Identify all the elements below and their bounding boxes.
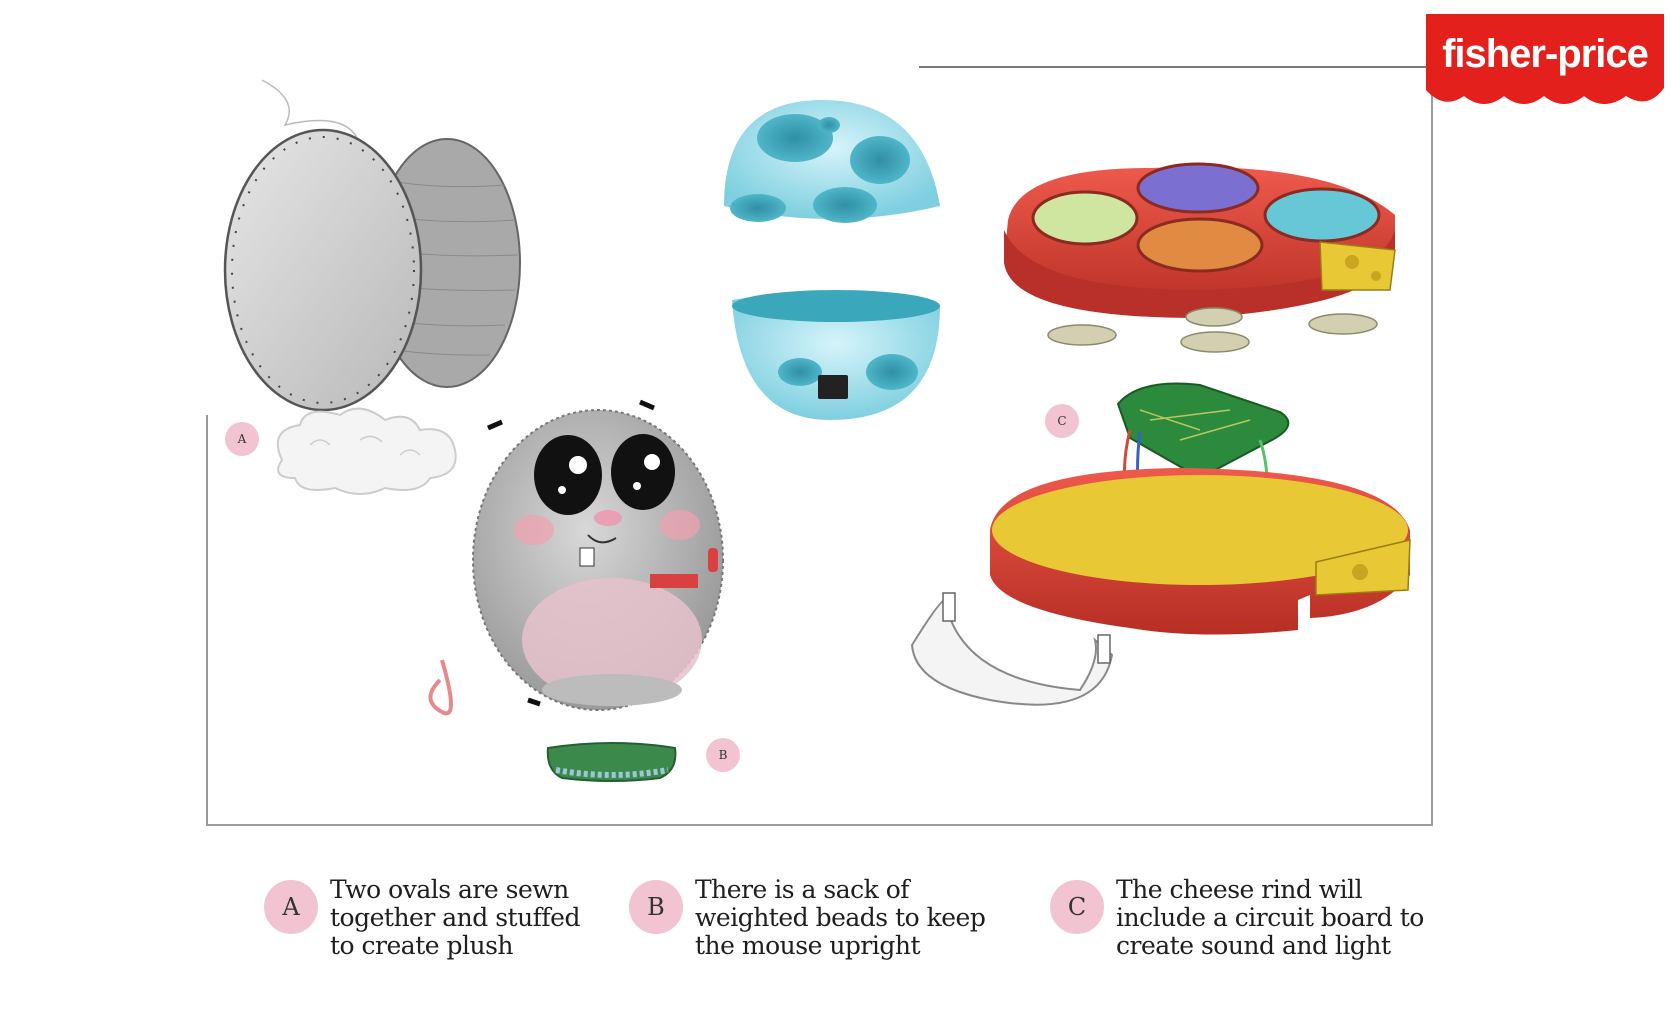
cheese-tray-base-drawing <box>990 468 1411 635</box>
legend-marker-b: B <box>629 880 683 934</box>
legend-marker-c: C <box>1050 880 1104 934</box>
ball-top-half-drawing <box>724 100 940 223</box>
stuffing-cloud-drawing <box>276 407 457 495</box>
logo-text: fisher-price <box>1442 32 1649 76</box>
bead-sack-drawing <box>546 742 677 782</box>
frame-line-left <box>206 415 208 826</box>
cheese-tray-top-drawing <box>1004 162 1396 318</box>
frame-line-bottom <box>206 824 1433 826</box>
marker-a-small: A <box>225 422 259 456</box>
frame-line-right <box>1431 66 1433 826</box>
rind-strip-drawing <box>910 592 1114 706</box>
marker-c-small: C <box>1045 404 1079 438</box>
mouse-plush-drawing <box>428 399 724 716</box>
marker-b-small: B <box>706 738 740 772</box>
legend-caption-c: The cheese rind will include a circuit b… <box>1116 875 1424 960</box>
ball-bottom-half-drawing <box>732 290 940 420</box>
plush-ovals-drawing <box>223 79 521 412</box>
fisher-price-logo: fisher-price <box>1422 10 1668 110</box>
frame-line-top <box>919 66 1431 68</box>
legend-marker-a: A <box>264 880 318 934</box>
speakers-drawing <box>1047 307 1378 353</box>
legend-caption-a: Two ovals are sewn together and stuffed … <box>330 875 580 960</box>
legend-caption-b: There is a sack of weighted beads to kee… <box>695 875 986 960</box>
